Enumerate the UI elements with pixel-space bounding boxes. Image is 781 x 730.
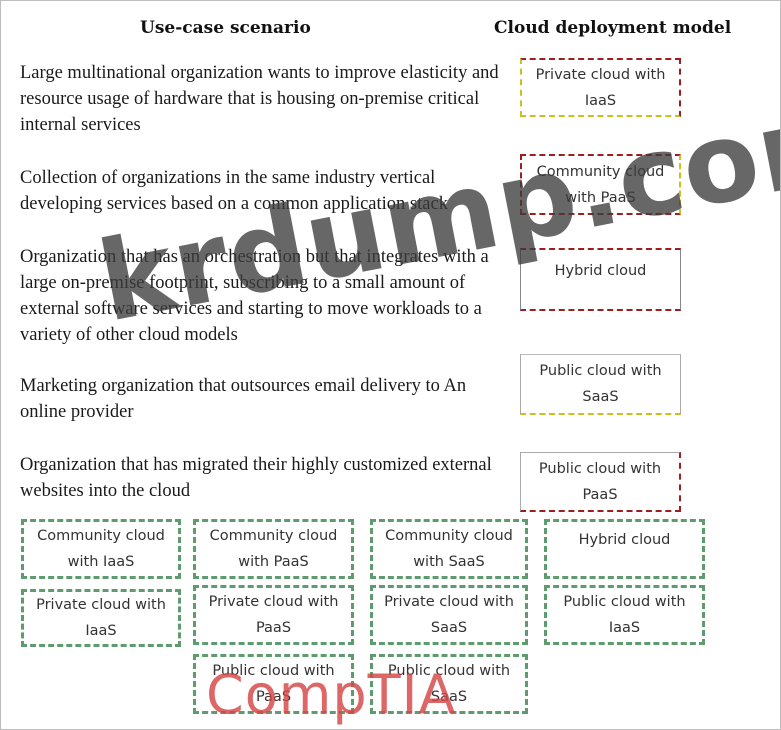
option-label-line2: SaaS xyxy=(430,620,468,636)
answer-slot-2-line1: Community cloud xyxy=(536,163,665,180)
option-label-line2: PaaS xyxy=(255,689,292,705)
option-label-line2: with SaaS xyxy=(413,554,485,570)
option-community-iaas[interactable]: Community cloud with IaaS xyxy=(21,519,181,579)
option-label-line1: Community cloud xyxy=(385,528,513,544)
option-label-line1: Community cloud xyxy=(37,528,165,544)
answer-slot-5-line2: PaaS xyxy=(582,486,618,503)
option-label-line1: Public cloud with xyxy=(387,663,511,679)
option-label-line1: Public cloud with xyxy=(563,594,686,610)
answer-slot-5-line1: Public cloud with xyxy=(538,460,662,477)
option-label-line2: SaaS xyxy=(430,689,468,705)
scenario-column-header: Use-case scenario xyxy=(140,18,311,38)
option-label-line1: Hybrid cloud xyxy=(578,532,671,548)
answer-slot-2-line2: with PaaS xyxy=(565,189,636,206)
scenario-text-1: Large multinational organization wants t… xyxy=(20,63,499,135)
scenario-text-2: Collection of organizations in the same … xyxy=(20,168,448,214)
scenario-text-3: Organization that has an orchestration b… xyxy=(20,247,489,345)
option-label-line1: Public cloud with xyxy=(212,663,335,679)
option-label-line2: with PaaS xyxy=(238,554,309,570)
option-label-line2: with IaaS xyxy=(67,554,135,570)
option-label-line2: IaaS xyxy=(608,620,641,636)
option-label-line1: Private cloud with xyxy=(384,594,514,610)
answer-slot-4-line2: SaaS xyxy=(582,389,619,405)
answer-slot-4-line1: Public cloud with xyxy=(539,363,662,379)
option-community-saas[interactable]: Community cloud with SaaS xyxy=(370,519,528,579)
option-hybrid[interactable]: Hybrid cloud xyxy=(544,519,705,579)
option-label-line1: Private cloud with xyxy=(208,594,339,610)
option-label-line1: Community cloud xyxy=(209,528,338,544)
answer-slot-2[interactable]: Community cloud with PaaS xyxy=(520,154,681,215)
option-label-line2: PaaS xyxy=(255,620,292,636)
model-column-header: Cloud deployment model xyxy=(494,18,732,38)
answer-slot-1-line1: Private cloud with xyxy=(535,66,666,83)
answer-slot-3[interactable]: Hybrid cloud xyxy=(520,248,681,311)
answer-slot-1-line2: IaaS xyxy=(584,92,617,109)
option-label-line1: Private cloud with xyxy=(36,597,166,613)
scenario-text-4: Marketing organization that outsources e… xyxy=(20,376,467,422)
scenario-text-5: Organization that has migrated their hig… xyxy=(20,455,492,501)
option-community-paas[interactable]: Community cloud with PaaS xyxy=(193,519,354,579)
option-label-line2: IaaS xyxy=(85,623,117,639)
answer-slot-3-line1: Hybrid cloud xyxy=(554,263,647,279)
